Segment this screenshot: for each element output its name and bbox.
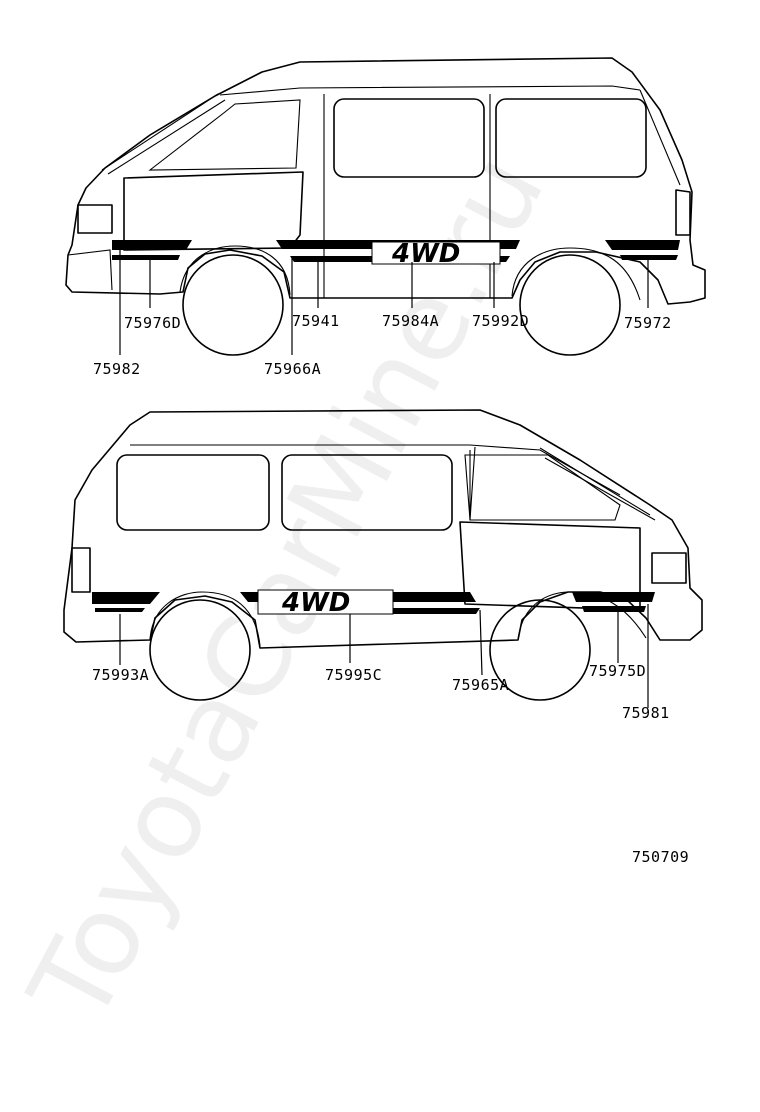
callout-75982: 75982	[93, 360, 141, 378]
rear-wheel	[519, 254, 621, 356]
4wd-badge-top: 4WD	[371, 239, 501, 269]
front-window-right	[464, 454, 621, 521]
front-window	[148, 99, 301, 171]
4wd-badge-text-bottom: 4WD	[281, 588, 350, 618]
side-window-1	[333, 98, 485, 178]
figure-number: 750709	[632, 848, 689, 866]
callout-75984A: 75984A	[382, 312, 439, 330]
tail-light	[675, 189, 691, 236]
callout-75995C: 75995C	[325, 666, 382, 684]
4wd-badge-bottom: 4WD	[257, 588, 394, 618]
callout-75993A: 75993A	[92, 666, 149, 684]
front-wheel	[182, 254, 284, 356]
callout-75992D: 75992D	[472, 312, 529, 330]
side-window-3	[116, 454, 270, 531]
callout-75975D: 75975D	[589, 662, 646, 680]
van-left-side-view: 4WD 75976D 75982 75941 75966A 75984A 759…	[65, 57, 706, 378]
van-right-side-view: 4WD 75993A 75995C 75965A 75975D 75981	[63, 409, 703, 722]
tail-light-right	[71, 547, 91, 593]
headlight-right	[651, 552, 687, 584]
callout-75981: 75981	[622, 704, 670, 722]
van-body-outline	[65, 57, 706, 305]
callout-75941: 75941	[292, 312, 340, 330]
callout-75965A: 75965A	[452, 676, 509, 694]
side-window-4	[281, 454, 453, 531]
callout-75966A: 75966A	[264, 360, 321, 378]
headlight	[77, 204, 113, 234]
callout-75972: 75972	[624, 314, 672, 332]
4wd-badge-text: 4WD	[391, 239, 460, 269]
rear-wheel-right	[149, 599, 251, 701]
front-door	[123, 171, 304, 251]
side-window-2	[495, 98, 647, 178]
callout-75976D: 75976D	[124, 314, 181, 332]
